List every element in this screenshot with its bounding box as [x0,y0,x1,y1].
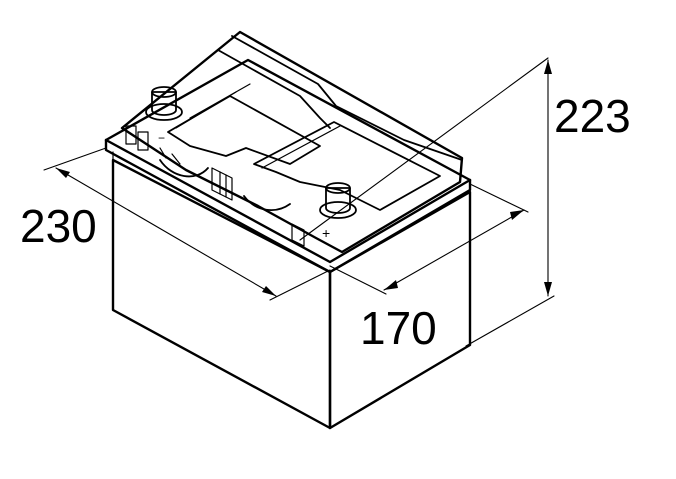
svg-text:−: − [158,131,165,145]
dimension-label-length: 230 [20,200,97,252]
dimension-height [299,57,555,347]
dimension-width [329,183,529,295]
positive-terminal: + [319,182,357,241]
dimension-label-height: 223 [554,90,631,142]
dimension-label-width: 170 [360,302,437,354]
battery-lid-rim [104,58,472,274]
svg-text:+: + [322,225,330,241]
battery-lid-top [120,30,464,254]
battery-case [111,158,472,430]
negative-terminal: − [145,86,183,145]
dimension-length [43,147,331,301]
